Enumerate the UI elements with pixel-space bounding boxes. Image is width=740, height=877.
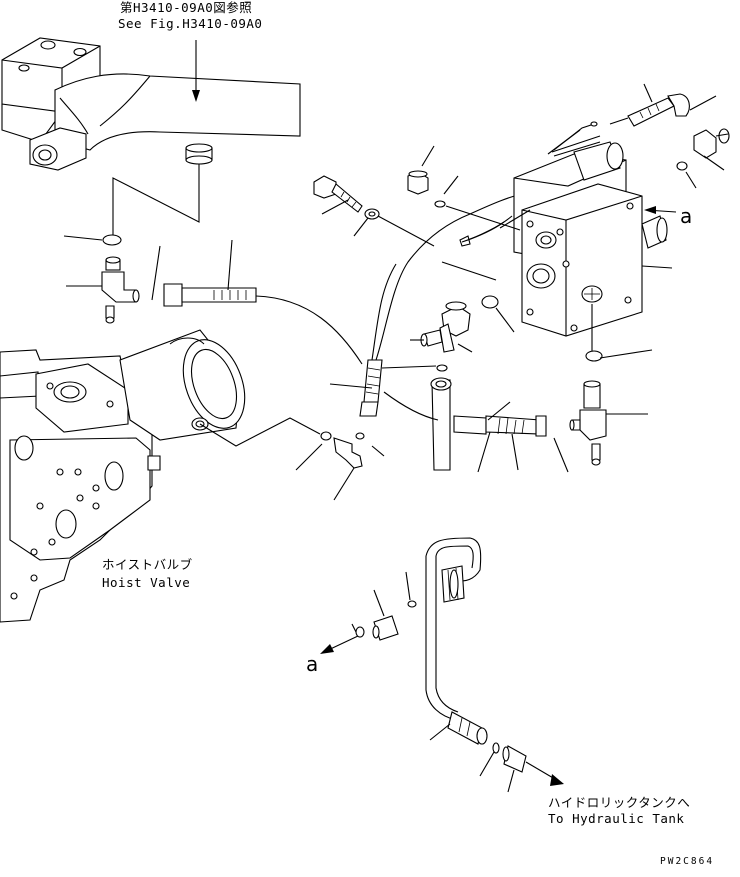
bolt-washer xyxy=(313,175,435,247)
hydraulic-tank-label-jp: ハイドロリックタンクへ xyxy=(548,795,691,810)
reference-assembly xyxy=(1,37,301,238)
hydraulic-tank-label-en: To Hydraulic Tank xyxy=(548,811,685,826)
hoist-valve-label-jp: ホイストバルブ xyxy=(102,557,193,572)
callout-a-upper: a xyxy=(680,204,693,228)
callout-a-lower: a xyxy=(306,652,319,676)
drawing-number: PW2C864 xyxy=(660,856,715,867)
reference-label-en: See Fig.H3410-09A0 xyxy=(118,16,263,31)
hoist-valve-assembly xyxy=(0,329,321,623)
center-fittings xyxy=(381,295,653,473)
return-pipe xyxy=(320,537,564,793)
middle-fittings xyxy=(295,191,531,501)
valve-block xyxy=(441,121,677,354)
reference-label-jp: 第H3410-09A0図参照 xyxy=(120,0,253,15)
top-right-fittings xyxy=(407,83,730,231)
hoist-valve-label-en: Hoist Valve xyxy=(102,575,191,590)
left-fittings xyxy=(63,234,363,365)
